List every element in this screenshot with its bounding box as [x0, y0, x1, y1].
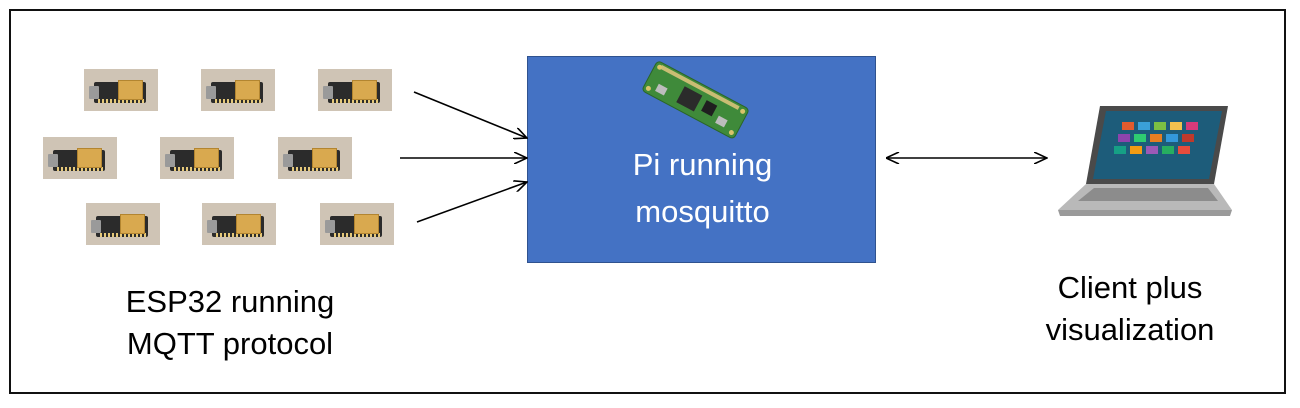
broker-label-line-2: mosquitto — [635, 194, 770, 229]
esp32-board-icon — [318, 69, 392, 111]
esp32-board-icon — [160, 137, 234, 179]
esp32-caption-line-1: ESP32 running — [125, 284, 335, 319]
broker-label-line-1: Pi running — [632, 147, 773, 182]
esp32-caption: ESP32 running MQTT protocol — [70, 281, 390, 365]
esp32-board-icon — [43, 137, 117, 179]
raspberry-pi-icon — [642, 61, 749, 139]
laptop-icon — [1058, 106, 1232, 216]
esp32-board-icon — [84, 69, 158, 111]
arrow-esp-to-broker-bottom — [416, 182, 527, 223]
arrow-esp-to-broker-top — [413, 91, 527, 138]
esp32-board-icon — [86, 203, 160, 245]
client-caption-line-2: visualization — [1045, 312, 1215, 347]
client-caption-line-1: Client plus — [1057, 270, 1203, 305]
esp32-board-icon — [320, 203, 394, 245]
esp32-board-icon — [278, 137, 352, 179]
esp32-board-icon — [202, 203, 276, 245]
esp32-caption-line-2: MQTT protocol — [126, 326, 334, 361]
client-caption: Client plus visualization — [1010, 267, 1250, 351]
esp32-board-icon — [201, 69, 275, 111]
